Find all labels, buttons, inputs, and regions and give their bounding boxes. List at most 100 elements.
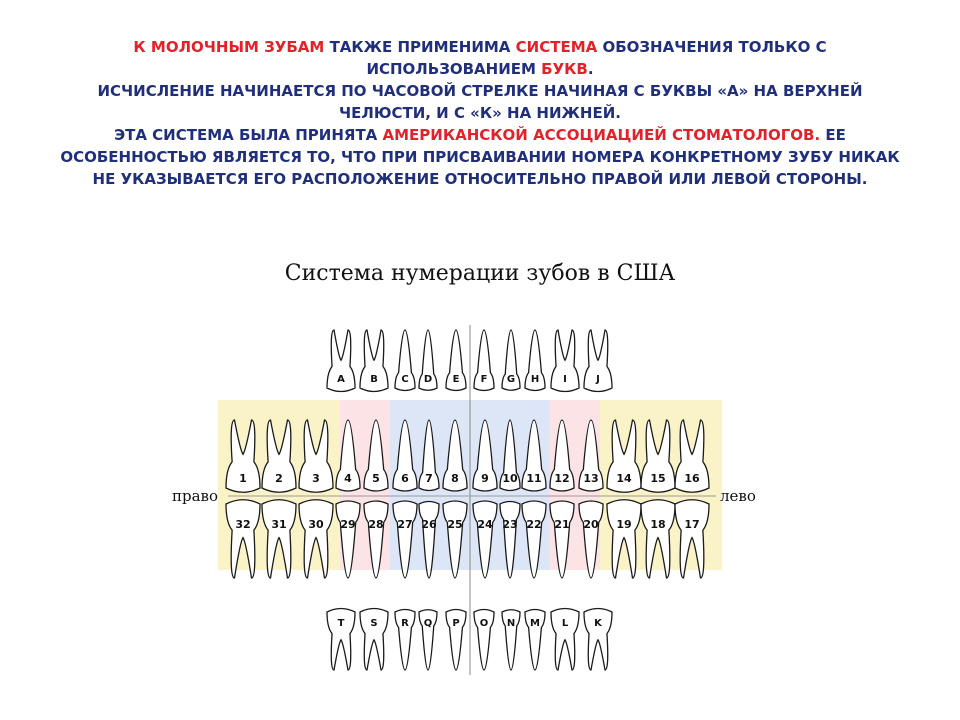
primary-lower-tooth-label: O	[480, 618, 489, 629]
permanent-upper-tooth-label: 15	[650, 472, 665, 485]
primary-lower-tooth	[445, 608, 467, 671]
permanent-lower-tooth-label: 17	[684, 518, 699, 531]
permanent-upper-tooth	[442, 419, 468, 492]
primary-upper-tooth-label: I	[563, 374, 567, 385]
intro-line-6: ОСОБЕННОСТЬЮ ЯВЛЯЕТСЯ ТО, ЧТО ПРИ ПРИСВА…	[60, 148, 900, 166]
primary-upper-tooth	[524, 329, 546, 392]
primary-upper-tooth	[418, 329, 438, 391]
permanent-lower-tooth-label: 27	[397, 518, 412, 531]
primary-lower-tooth-label: L	[562, 618, 569, 629]
primary-lower-tooth	[473, 608, 495, 671]
permanent-upper-tooth	[363, 419, 389, 492]
permanent-lower-tooth-label: 30	[308, 518, 324, 531]
primary-lower-tooth	[583, 607, 613, 671]
permanent-upper-tooth	[392, 419, 418, 492]
permanent-lower-tooth	[442, 500, 468, 579]
intro-text-segment: ОБОЗНАЧЕНИЯ ТОЛЬКО С	[597, 38, 827, 56]
permanent-upper-tooth-label: 14	[616, 472, 632, 485]
primary-lower-tooth-label: P	[452, 618, 459, 629]
intro-line-5: ЭТА СИСТЕМА БЫЛА ПРИНЯТА АМЕРИКАНСКОЙ АС…	[40, 124, 920, 146]
permanent-upper-tooth	[418, 419, 440, 492]
permanent-lower-tooth-label: 20	[583, 518, 599, 531]
primary-upper-tooth	[394, 329, 416, 392]
primary-upper-tooth-label: H	[531, 374, 539, 385]
permanent-lower-tooth	[392, 500, 418, 579]
primary-upper-tooth-label: B	[370, 374, 378, 385]
intro-text-segment: ИСПОЛЬЗОВАНИЕМ	[366, 60, 542, 78]
permanent-lower-tooth	[674, 499, 710, 579]
permanent-upper-tooth	[521, 419, 547, 492]
right-side-label: право	[172, 487, 219, 505]
primary-lower-tooth-label: S	[370, 618, 377, 629]
permanent-upper-tooth-label: 7	[425, 472, 433, 485]
permanent-lower-tooth	[472, 500, 498, 579]
primary-upper-tooth-label: G	[507, 374, 515, 385]
primary-upper-tooth	[501, 329, 521, 391]
primary-upper-tooth	[359, 329, 389, 393]
highlight-ada: АМЕРИКАНСКОЙ АССОЦИАЦИЕЙ СТОМАТОЛОГОВ.	[382, 126, 821, 144]
permanent-upper-tooth	[549, 419, 575, 492]
intro-text-segment: ЭТА СИСТЕМА БЫЛА ПРИНЯТА	[114, 126, 383, 144]
permanent-upper-tooth-label: 5	[372, 472, 380, 485]
permanent-lower-tooth	[521, 500, 547, 579]
permanent-lower-tooth-label: 31	[271, 518, 286, 531]
permanent-lower-tooth-label: 28	[368, 518, 383, 531]
primary-lower-tooth-label: K	[594, 618, 603, 629]
primary-lower-tooth-label: N	[507, 618, 515, 629]
permanent-upper-tooth-label: 2	[275, 472, 283, 485]
primary-upper-tooth-label: D	[424, 374, 432, 385]
intro-line-3: ИСЧИСЛЕНИЕ НАЧИНАЕТСЯ ПО ЧАСОВОЙ СТРЕЛКЕ…	[97, 82, 863, 100]
primary-upper-tooth-label: F	[481, 374, 488, 385]
permanent-lower-tooth	[335, 500, 361, 579]
primary-lower-tooth	[394, 608, 416, 671]
permanent-lower-tooth	[418, 500, 440, 579]
diagram-title: Система нумерации зубов в США	[284, 261, 676, 286]
primary-upper-tooth	[326, 329, 356, 393]
primary-lower-tooth	[418, 609, 438, 671]
primary-lower-tooth	[359, 607, 389, 671]
permanent-lower-tooth-label: 22	[526, 518, 541, 531]
permanent-upper-tooth-label: 9	[481, 472, 489, 485]
teeth-group	[225, 325, 716, 675]
permanent-lower-tooth	[261, 499, 297, 579]
permanent-lower-tooth	[363, 500, 389, 579]
intro-text-segment: ТАКЖЕ ПРИМЕНИМА	[329, 38, 516, 56]
intro-text-segment: .	[587, 60, 594, 78]
permanent-lower-tooth	[225, 499, 261, 579]
intro-line-2: ИСПОЛЬЗОВАНИЕМ БУКВ.	[40, 58, 920, 80]
permanent-upper-tooth	[225, 419, 261, 493]
intro-line-1: К МОЛОЧНЫМ ЗУБАМ ТАКЖЕ ПРИМЕНИМА СИСТЕМА…	[40, 36, 920, 58]
permanent-upper-tooth-label: 13	[583, 472, 598, 485]
intro-text: К МОЛОЧНЫМ ЗУБАМ ТАКЖЕ ПРИМЕНИМА СИСТЕМА…	[40, 36, 920, 190]
permanent-lower-tooth	[549, 500, 575, 579]
permanent-upper-tooth-label: 16	[684, 472, 700, 485]
highlight-system: СИСТЕМА	[515, 38, 598, 56]
intro-line-4: ЧЕЛЮСТИ, И С «К» НА НИЖНЕЙ.	[339, 104, 621, 122]
primary-lower-tooth-label: T	[338, 618, 345, 629]
primary-lower-tooth-label: R	[401, 618, 409, 629]
permanent-upper-tooth-label: 11	[526, 472, 541, 485]
intro-line-7: НЕ УКАЗЫВАЕТСЯ ЕГО РАСПОЛОЖЕНИЕ ОТНОСИТЕ…	[92, 170, 868, 188]
primary-upper-tooth-label: E	[453, 374, 460, 385]
permanent-upper-tooth-label: 4	[344, 472, 352, 485]
primary-upper-tooth-label: C	[401, 374, 408, 385]
permanent-upper-tooth-label: 10	[502, 472, 518, 485]
primary-upper-tooth-label: A	[337, 374, 345, 385]
primary-lower-tooth	[326, 607, 356, 671]
permanent-lower-tooth	[499, 500, 521, 579]
primary-upper-tooth	[445, 329, 467, 392]
permanent-upper-tooth	[578, 419, 604, 492]
permanent-upper-tooth	[261, 419, 297, 493]
primary-lower-tooth-label: M	[530, 618, 540, 629]
primary-upper-tooth	[473, 329, 495, 392]
permanent-lower-tooth-label: 24	[477, 518, 493, 531]
primary-upper-tooth-label: J	[595, 374, 600, 385]
primary-lower-tooth	[501, 609, 521, 671]
primary-lower-tooth-label: Q	[424, 618, 433, 629]
permanent-upper-tooth-label: 8	[451, 472, 459, 485]
primary-upper-tooth	[550, 329, 580, 393]
permanent-upper-tooth-label: 6	[401, 472, 409, 485]
primary-lower-tooth	[524, 608, 546, 671]
